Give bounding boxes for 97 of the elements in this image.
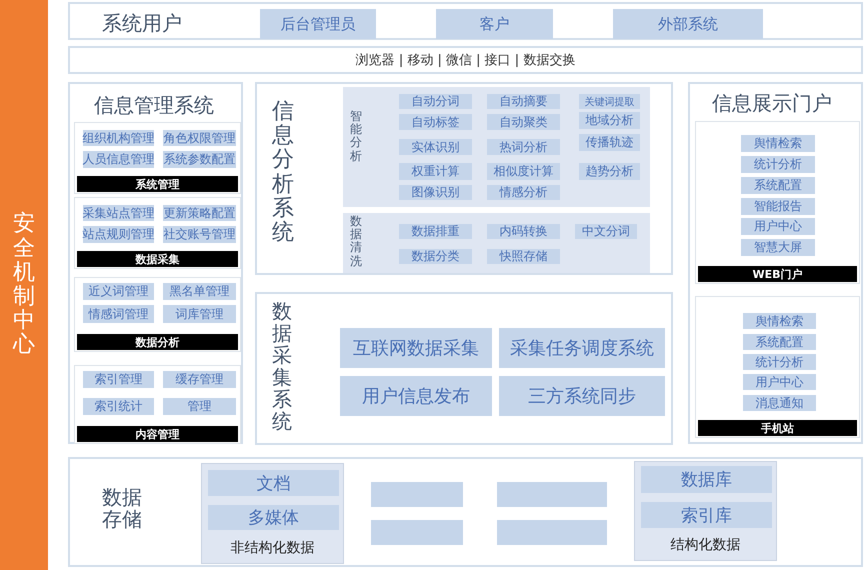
group-label-bar: 手机站 — [698, 420, 857, 436]
module-group — [343, 213, 650, 273]
panel-title: 信息分析系统 — [272, 100, 294, 246]
feature-tag: 自动聚类 — [487, 114, 560, 130]
data-group — [634, 461, 777, 561]
feature-tag: 用户中心 — [741, 218, 815, 235]
feature-tag: 自动摘要 — [487, 94, 560, 109]
group-label-bar: 内容管理 — [77, 426, 238, 442]
panel-title: 数据采集系统 — [272, 300, 292, 432]
group-label: 数据清洗 — [350, 215, 362, 268]
system-panel — [255, 292, 673, 445]
component-tag — [371, 482, 463, 507]
component-tag — [497, 482, 607, 507]
channel-list: 浏览器 | 移动 | 微信 | 接口 | 数据交换 — [356, 51, 576, 69]
feature-tag: 用户信息发布 — [340, 376, 492, 416]
feature-tag: 地域分析 — [579, 112, 640, 129]
feature-tag: 用户中心 — [743, 374, 816, 390]
feature-tag: 站点规则管理 — [83, 226, 154, 243]
group-label-bar: 数据分析 — [77, 334, 238, 350]
module-group — [343, 87, 650, 207]
module-group — [695, 121, 860, 284]
feature-tag: 社交账号管理 — [163, 226, 236, 243]
module-group — [695, 296, 860, 438]
feature-tag: 采集任务调度系统 — [499, 328, 665, 368]
component-tag — [497, 520, 607, 545]
group-label-bar: WEB门户 — [698, 266, 857, 282]
feature-tag: 采集站点管理 — [83, 205, 154, 221]
feature-tag: 情感词管理 — [83, 305, 154, 323]
module-group — [74, 277, 241, 352]
panel-title: 数据存储 — [102, 486, 142, 530]
feature-tag: 组织机构管理 — [83, 130, 154, 146]
feature-tag: 数据排重 — [399, 224, 472, 239]
group-label: 非结构化数据 — [230, 539, 316, 557]
feature-tag: 趋势分析 — [579, 163, 640, 180]
feature-tag: 图像识别 — [399, 185, 472, 200]
data-group — [201, 463, 344, 564]
sidebar-band — [0, 0, 48, 570]
feature-tag: 相似度计算 — [487, 163, 560, 180]
group-label: 结构化数据 — [670, 536, 742, 554]
feature-tag: 权重计算 — [399, 163, 472, 180]
feature-tag: 传播轨迹 — [579, 134, 640, 151]
group-label-bar: 系统管理 — [77, 176, 238, 192]
module-group — [74, 122, 241, 194]
feature-tag: 词库管理 — [163, 305, 236, 323]
component-tag — [371, 520, 463, 545]
feature-tag: 更新策略配置 — [163, 205, 236, 221]
feature-tag: 黑名单管理 — [163, 283, 236, 300]
panel-title: 信息展示门户 — [712, 90, 832, 117]
module-group — [74, 365, 241, 444]
feature-tag: 客户 — [436, 9, 553, 39]
feature-tag: 内码转换 — [487, 224, 560, 239]
feature-tag: 情感分析 — [487, 185, 560, 200]
feature-tag: 索引统计 — [83, 398, 154, 415]
system-panel — [688, 82, 863, 444]
system-panel — [68, 2, 863, 40]
feature-tag: 数据分类 — [399, 249, 472, 264]
feature-tag: 智能报告 — [741, 198, 815, 215]
panel-title: 信息管理系统 — [94, 92, 214, 119]
feature-tag: 实体识别 — [399, 139, 472, 155]
panel-title: 系统用户 — [102, 10, 182, 37]
feature-tag: 多媒体 — [208, 505, 339, 530]
feature-tag: 系统参数配置 — [163, 151, 236, 168]
feature-tag: 智慧大屏 — [741, 239, 815, 256]
feature-tag: 自动标签 — [399, 114, 472, 130]
feature-tag: 统计分析 — [741, 156, 815, 173]
feature-tag: 文档 — [208, 470, 339, 496]
group-label-bar: 数据采集 — [77, 251, 238, 267]
feature-tag: 自动分词 — [399, 94, 472, 109]
system-panel — [255, 82, 673, 275]
feature-tag: 管理 — [163, 398, 236, 415]
feature-tag: 缓存管理 — [163, 371, 236, 388]
channel-bar — [68, 46, 863, 74]
feature-tag: 统计分析 — [743, 354, 816, 370]
feature-tag: 快照存储 — [487, 249, 560, 264]
system-panel — [68, 82, 243, 444]
feature-tag: 近义词管理 — [83, 283, 154, 300]
feature-tag: 中文分词 — [575, 224, 637, 239]
feature-tag: 索引管理 — [83, 371, 154, 388]
feature-tag: 消息通知 — [743, 395, 816, 411]
feature-tag: 外部系统 — [613, 9, 763, 39]
feature-tag: 数据库 — [641, 466, 772, 493]
feature-tag: 人员信息管理 — [83, 151, 154, 168]
feature-tag: 角色权限管理 — [163, 130, 236, 146]
feature-tag: 热词分析 — [487, 139, 560, 155]
group-label: 智能分析 — [350, 110, 362, 163]
feature-tag: 舆情检索 — [743, 313, 816, 329]
feature-tag: 系统配置 — [743, 334, 816, 350]
system-panel — [68, 457, 863, 567]
feature-tag: 系统配置 — [741, 177, 815, 194]
feature-tag: 三方系统同步 — [499, 376, 665, 416]
sidebar-title: 安全机制中心 — [13, 212, 35, 358]
feature-tag: 索引库 — [641, 502, 772, 528]
feature-tag: 互联网数据采集 — [340, 328, 492, 368]
feature-tag: 舆情检索 — [741, 135, 815, 152]
feature-tag: 后台管理员 — [260, 9, 376, 39]
module-group — [74, 197, 241, 269]
feature-tag: 关键词提取 — [579, 94, 640, 109]
